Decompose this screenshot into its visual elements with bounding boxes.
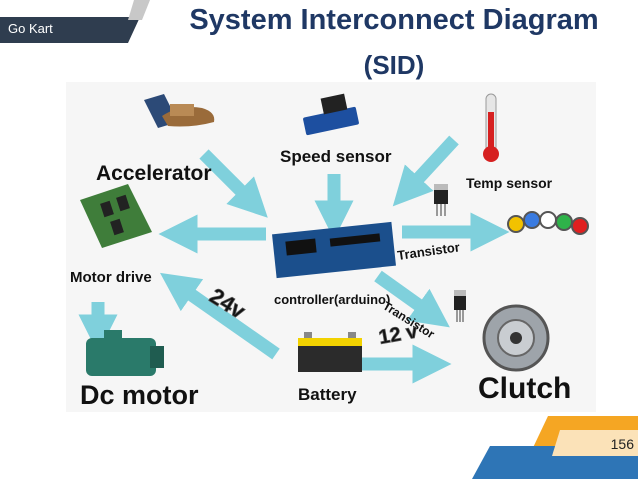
node-label-motor-drive: Motor drive [70,269,152,286]
page-number: 156 [610,436,634,452]
node-label-temp-sensor: Temp sensor [466,175,553,191]
arrow-label-transistor-1: Transistor [396,239,460,263]
node-label-controller: controller(arduino) [274,292,390,307]
header-tag-accent [128,0,150,20]
motor-drive-icon [80,184,152,248]
node-label-speed-sensor: Speed sensor [280,147,392,166]
page-title: System Interconnect Diagram [189,4,599,36]
diagram-panel: Accelerator Speed sensor Temp sensor Mot… [66,82,596,412]
node-label-accelerator: Accelerator [96,162,212,185]
arrow-battery-to-motor-drive [160,272,280,360]
arrow-label-12v: 12 v [377,320,420,349]
node-label-clutch: Clutch [478,372,571,405]
indicator-leds-icon [507,211,589,235]
arduino-controller-icon [272,221,396,279]
arrow-accelerator-to-controller [199,149,268,218]
header-tag-bar [0,17,140,43]
speed-sensor-icon [303,93,359,136]
arrows [78,135,510,384]
transistor-icon-2 [454,290,466,322]
arrow-controller-to-clutch [374,270,450,328]
page-subtitle: (SID) [363,50,425,80]
thermometer-icon [483,93,499,162]
dc-motor-icon [86,330,164,376]
arrow-temp-sensor-to-controller [392,135,459,207]
footer-accent [472,416,638,479]
node-label-battery: Battery [298,385,357,404]
arrow-label-24v: 24v [205,283,250,324]
battery-icon [298,332,362,372]
system-diagram: Accelerator Speed sensor Temp sensor Mot… [70,93,589,410]
clutch-icon [482,304,550,372]
header-tag-label: Go Kart [8,21,53,36]
transistor-icon [434,184,448,216]
node-label-dc-motor: Dc motor [80,380,199,410]
accelerator-icon [144,94,215,128]
